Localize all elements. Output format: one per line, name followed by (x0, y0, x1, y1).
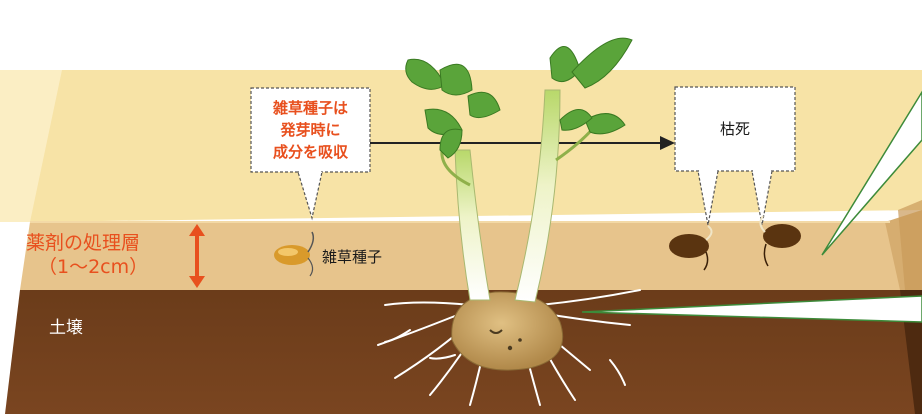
callout-absorb-line3: 成分を吸収 (251, 141, 370, 163)
callout-dead-text: 枯死 (675, 118, 795, 140)
weed-seed-label: 雑草種子 (322, 246, 382, 267)
callout-absorb-line1: 雑草種子は (251, 97, 370, 119)
callout-absorb-text: 雑草種子は 発芽時に 成分を吸収 (251, 97, 370, 163)
callout-absorb-line2: 発芽時に (251, 119, 370, 141)
treatment-layer-label-line1: 薬剤の処理層 (26, 232, 140, 254)
treatment-layer-label-line2: （1〜2cm） (38, 256, 148, 278)
soil-label: 土壌 (49, 313, 83, 338)
